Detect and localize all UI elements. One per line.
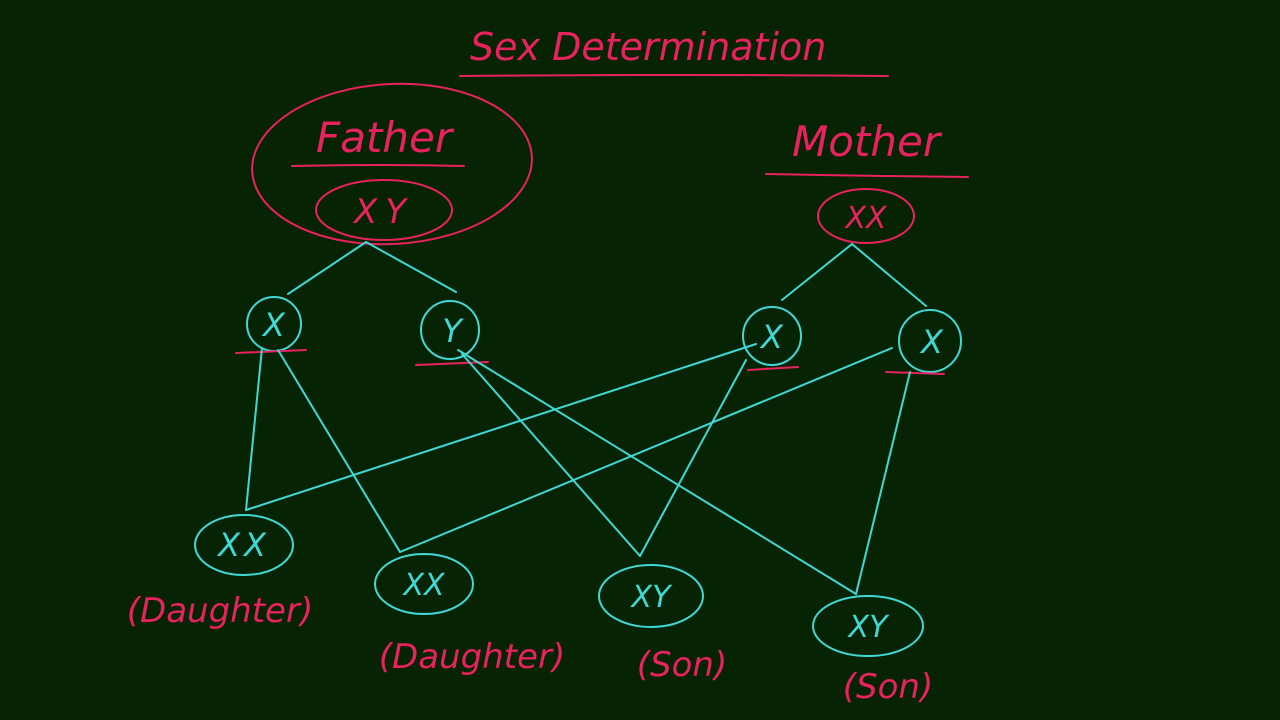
- gamete-underline: [415, 361, 489, 366]
- offspring-daughter-1: XX (Daughter): [127, 514, 313, 631]
- offspring-oval: [194, 514, 294, 576]
- offspring-daughter-2: XX (Daughter): [374, 553, 565, 677]
- gamete-label: X: [759, 318, 784, 356]
- offspring-label: (Son): [637, 645, 727, 685]
- mother-genotype-oval: [817, 188, 915, 244]
- gamete-father-y: Y: [415, 300, 489, 366]
- offspring-label: (Daughter): [127, 591, 313, 631]
- offspring-genotype: XX: [216, 526, 270, 564]
- offspring-label: (Son): [843, 667, 933, 707]
- gamete-circle: [898, 309, 962, 373]
- gamete-mother-x1: X: [742, 306, 802, 371]
- gamete-circle: [742, 306, 802, 366]
- gamete-label: Y: [442, 312, 464, 350]
- gamete-underline: [235, 349, 307, 354]
- gamete-underline: [885, 371, 945, 375]
- offspring-genotype: XX: [401, 568, 446, 603]
- cross-line-mx1-to-son1: [639, 359, 747, 557]
- offspring-son-2: XY (Son): [812, 595, 933, 707]
- mother-genotype: XX: [843, 201, 888, 236]
- cross-line-mx2-to-son2: [855, 371, 911, 595]
- gamete-label: X: [261, 306, 286, 344]
- father-underline: [291, 164, 465, 167]
- mother-to-x1-gamete-line: [781, 243, 853, 301]
- gamete-father-x: X: [235, 296, 307, 354]
- title-underline: [459, 74, 889, 77]
- gamete-underline: [747, 366, 799, 371]
- gamete-circle: [420, 300, 480, 360]
- father-to-x-gamete-line: [287, 241, 367, 295]
- offspring-genotype: XY: [847, 610, 891, 645]
- offspring-genotype: XY: [630, 580, 674, 615]
- offspring-oval: [598, 564, 704, 628]
- mother-label: Mother: [792, 117, 943, 166]
- cross-line-fx-to-daughter1: [245, 347, 263, 511]
- cross-line-fx-to-daughter2: [277, 349, 401, 553]
- cross-line-mx2-to-daughter2: [399, 347, 893, 553]
- offspring-son-1: XY (Son): [598, 564, 727, 685]
- offspring-oval: [374, 553, 474, 615]
- mother-underline: [765, 173, 969, 178]
- father-genotype-oval: [315, 179, 453, 241]
- father-genotype: XY: [352, 192, 414, 232]
- cross-line-fy-to-son1: [461, 353, 641, 557]
- cross-line-fy-to-son2: [457, 349, 857, 595]
- father-highlight-circle: [251, 82, 533, 246]
- offspring-oval: [812, 595, 924, 657]
- cross-line-mx1-to-daughter1: [245, 343, 757, 511]
- gamete-mother-x2: X: [885, 309, 962, 375]
- diagram-title: Sex Determination: [470, 25, 826, 69]
- mother-to-x2-gamete-line: [851, 243, 927, 307]
- father-label: Father: [316, 113, 455, 162]
- father-to-y-gamete-line: [365, 241, 457, 293]
- gamete-label: X: [919, 323, 944, 361]
- offspring-label: (Daughter): [379, 637, 565, 677]
